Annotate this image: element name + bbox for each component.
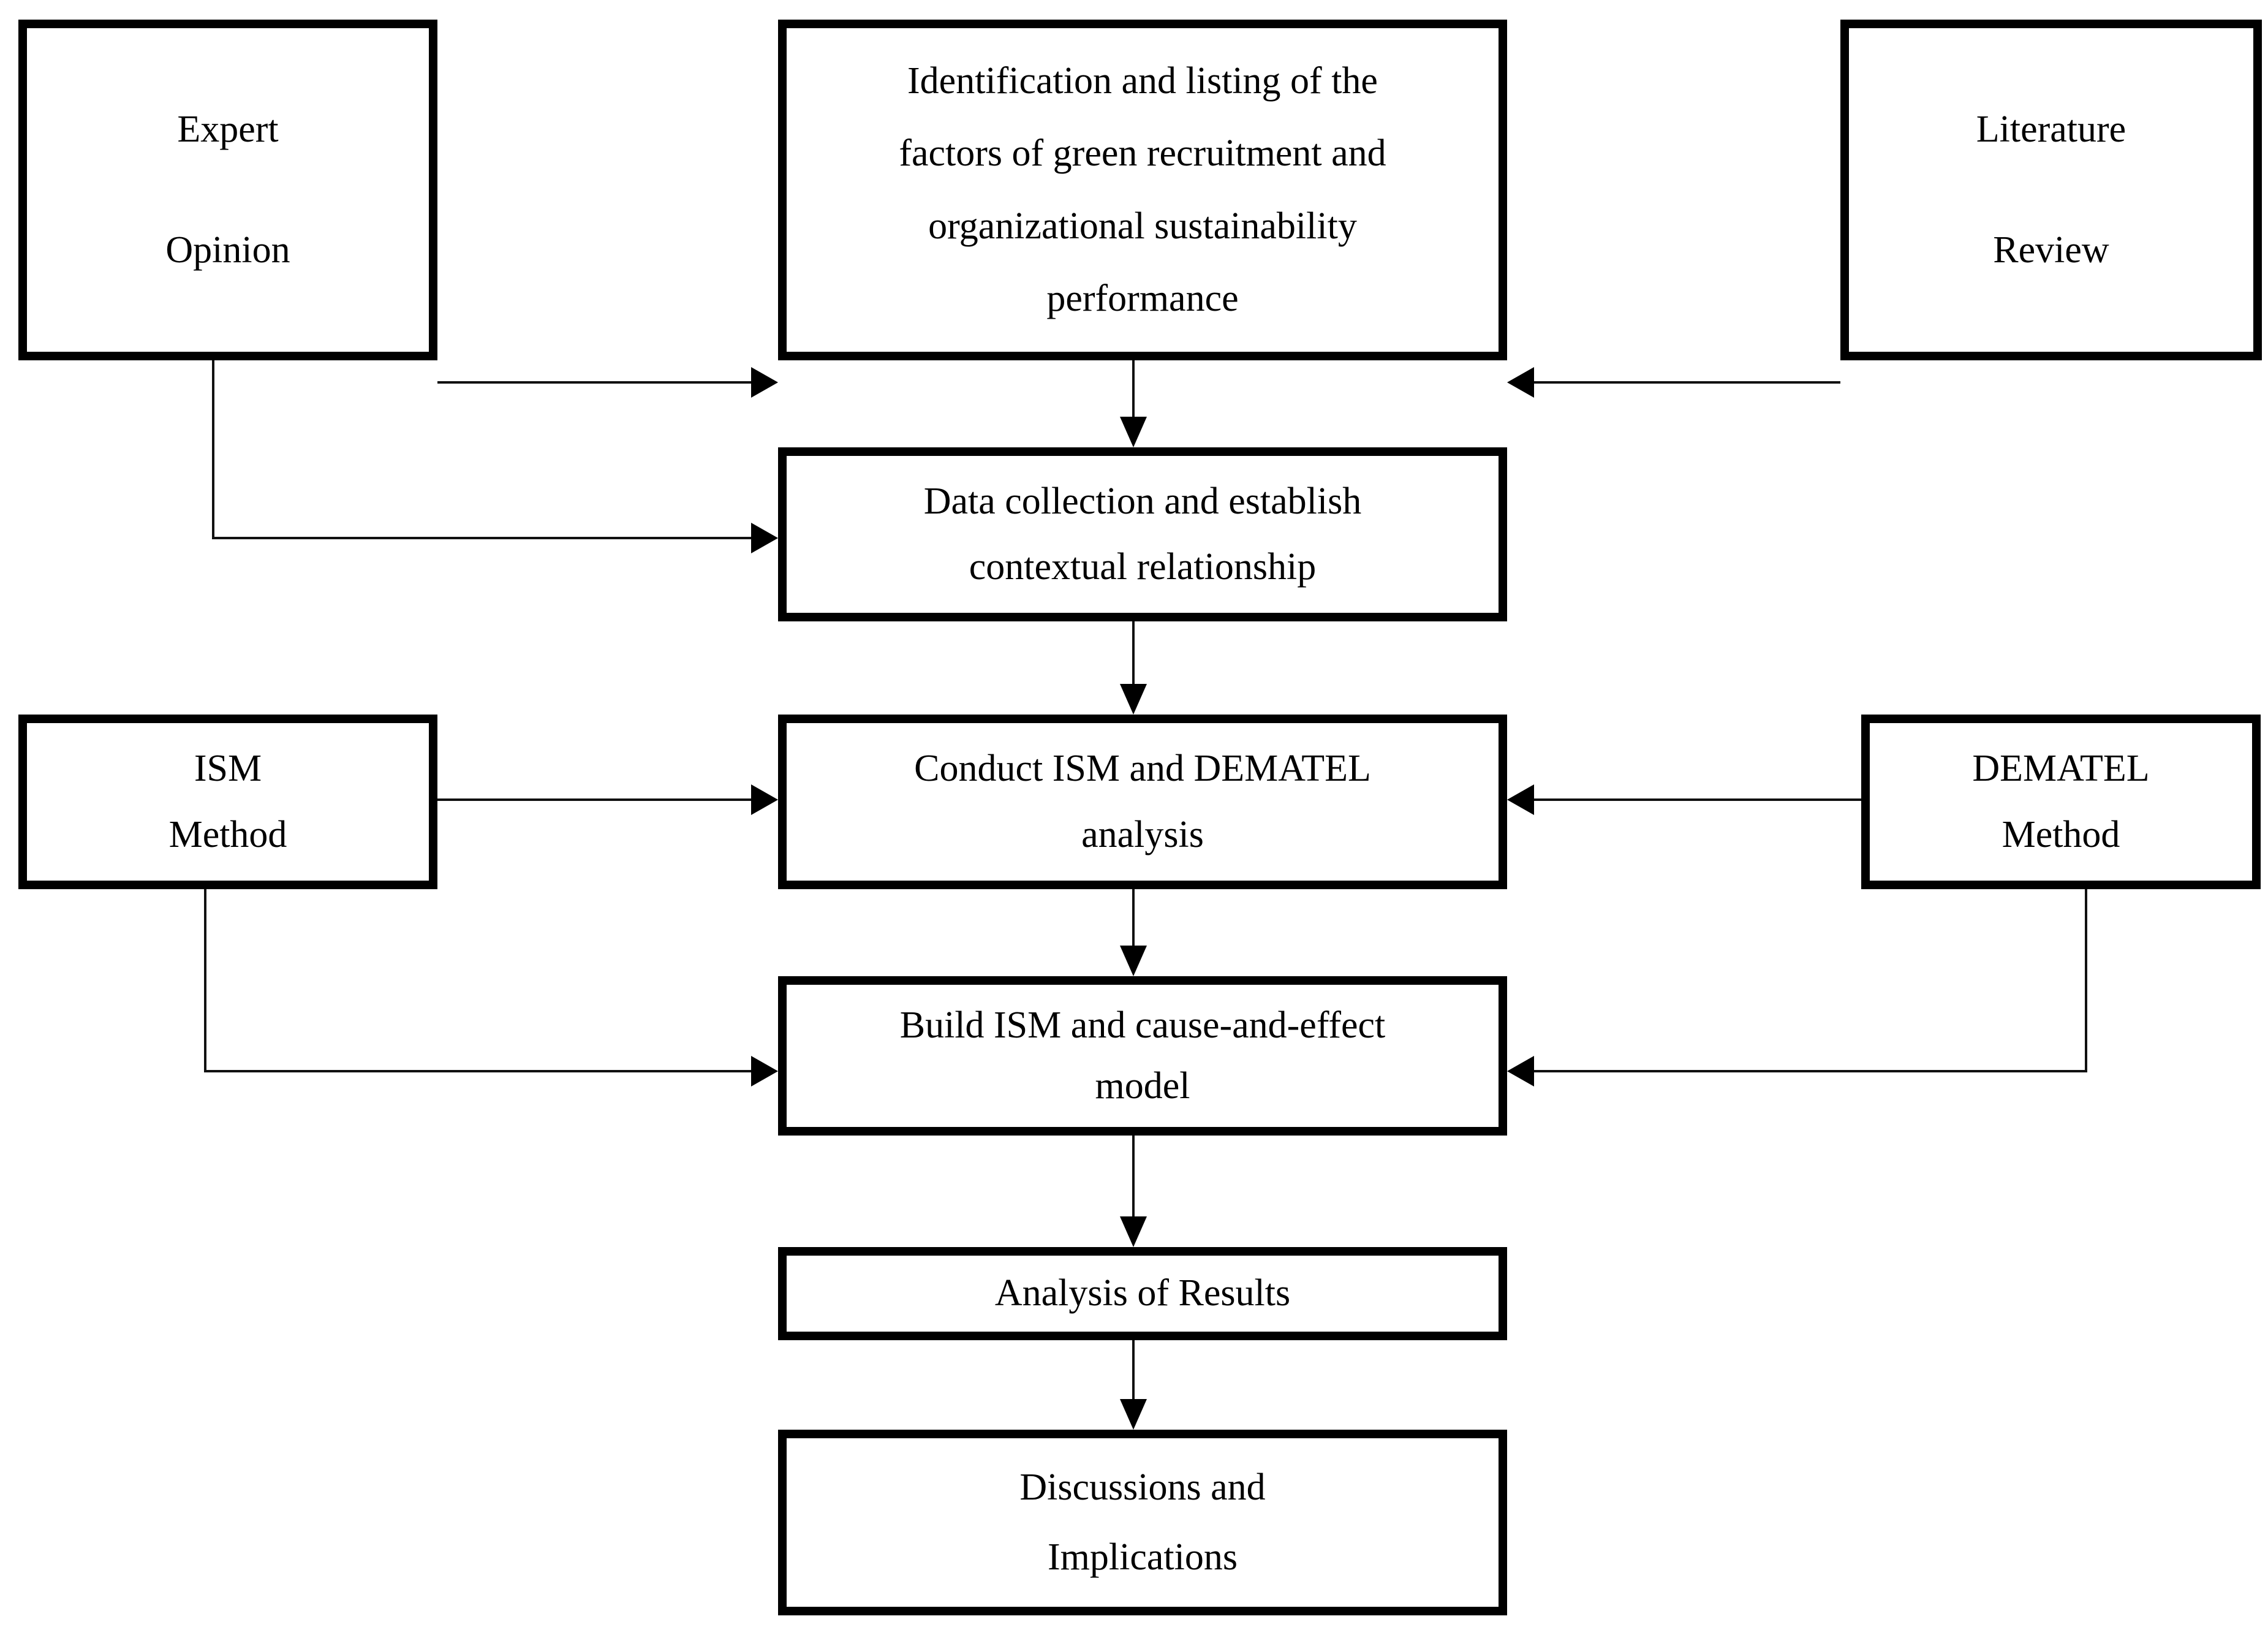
box-conduct-ism-dematel-analysis: Conduct ISM and DEMATEL analysis <box>778 715 1507 889</box>
arrowhead-down-icon <box>1120 684 1147 715</box>
box-label-line: Analysis of Results <box>994 1272 1291 1314</box>
box-label-line: Method <box>2002 813 2120 855</box>
connector-dematel-to-conduct-line <box>1534 798 1861 801</box>
box-label-line: Expert <box>177 108 279 150</box>
connector-ism-to-conduct-line <box>437 798 751 801</box>
box-ism-method: ISM Method <box>18 715 437 889</box>
box-label-line: Identification and listing of the <box>907 59 1378 102</box>
box-label-line: analysis <box>1081 813 1204 855</box>
connector-conduct-to-build-line <box>1132 889 1135 948</box>
arrowhead-left-icon <box>1507 784 1534 815</box>
box-identification-of-factors: Identification and listing of the factor… <box>778 20 1507 360</box>
box-label-line: contextual relationship <box>969 545 1317 588</box>
arrowhead-down-icon <box>1120 417 1147 447</box>
connector-expert-to-identification-line <box>437 381 751 384</box>
arrowhead-right-icon <box>751 367 778 398</box>
arrowhead-down-icon <box>1120 1216 1147 1247</box>
box-data-collection: Data collection and establish contextual… <box>778 447 1507 621</box>
box-label-line: Implications <box>1048 1536 1238 1578</box>
connector-data-to-conduct-line <box>1132 621 1135 686</box>
box-label-line: factors of green recruitment and <box>899 132 1386 175</box>
connector-analysis-to-discussions-line <box>1132 1340 1135 1401</box>
arrowhead-right-icon <box>751 523 778 553</box>
box-label-line: ISM <box>194 748 262 790</box>
box-build-ism-cause-effect-model: Build ISM and cause-and-effect model <box>778 976 1507 1136</box>
box-label-line: performance <box>1046 278 1239 320</box>
arrowhead-left-icon <box>1507 1056 1534 1087</box>
connector-expert-to-data-vertical-line <box>212 360 214 539</box>
box-label-line: Method <box>168 813 287 855</box>
box-analysis-of-results: Analysis of Results <box>778 1247 1507 1340</box>
box-dematel-method: DEMATEL Method <box>1861 715 2261 889</box>
connector-ism-to-build-horizontal-line <box>204 1070 751 1072</box>
box-discussions-implications: Discussions and Implications <box>778 1430 1507 1615</box>
box-label-line: Data collection and establish <box>923 480 1362 522</box>
box-expert-opinion: Expert Opinion <box>18 20 437 360</box>
connector-expert-to-data-horizontal-line <box>212 537 751 539</box>
connector-build-to-analysis-line <box>1132 1136 1135 1219</box>
box-label-line: model <box>1095 1064 1190 1107</box>
box-label-line: Review <box>1993 229 2109 271</box>
connector-ism-to-build-vertical-line <box>204 889 206 1072</box>
box-label-line: Discussions and <box>1019 1466 1266 1509</box>
arrowhead-left-icon <box>1507 367 1534 398</box>
box-label-line: organizational sustainability <box>928 205 1357 247</box>
arrowhead-right-icon <box>751 784 778 815</box>
box-label-line: Opinion <box>165 229 290 271</box>
box-label-line: Conduct ISM and DEMATEL <box>914 748 1371 790</box>
box-label-line: DEMATEL <box>1972 748 2150 790</box>
arrowhead-right-icon <box>751 1056 778 1087</box>
connector-dematel-to-build-horizontal-line <box>1534 1070 2087 1072</box>
connector-identification-to-data-line <box>1132 360 1135 419</box>
box-label-line: Literature <box>1976 108 2126 150</box>
box-literature-review: Literature Review <box>1840 20 2262 360</box>
connector-literature-to-identification-line <box>1534 381 1840 384</box>
box-label-line: Build ISM and cause-and-effect <box>899 1004 1386 1046</box>
connector-dematel-to-build-vertical-line <box>2085 889 2087 1072</box>
arrowhead-down-icon <box>1120 1399 1147 1430</box>
arrowhead-down-icon <box>1120 946 1147 976</box>
